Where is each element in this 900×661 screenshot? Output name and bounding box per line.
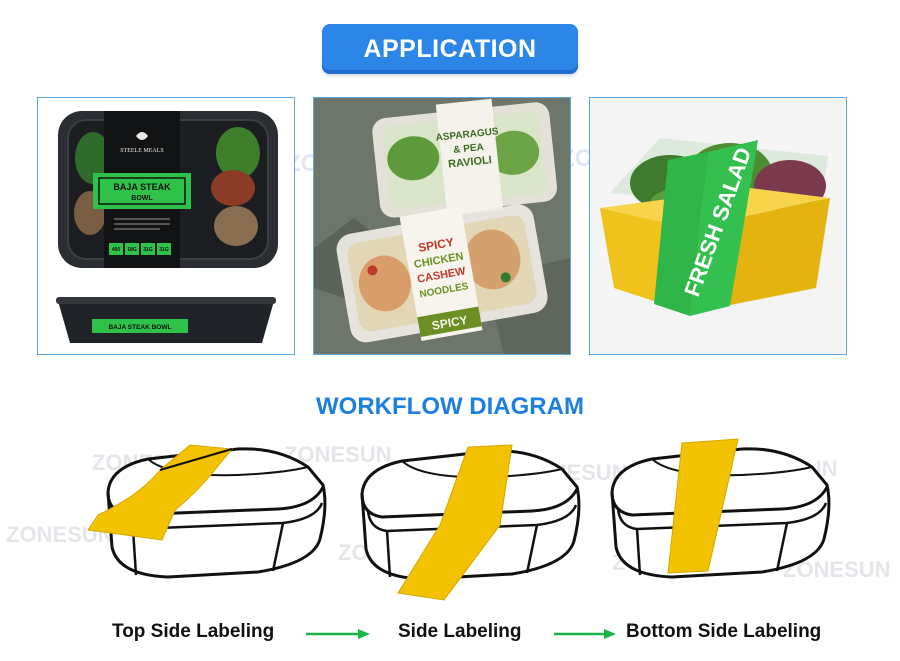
application-title-badge: APPLICATION <box>322 24 578 74</box>
nutrition-value: 400 <box>112 247 121 253</box>
product-photo-steak-bowl: STEELE MEALS BAJA STEAK BOWL 400 18G 31G… <box>37 97 295 355</box>
workflow-step-label: Side Labeling <box>398 621 522 642</box>
arrow-right-icon <box>306 629 370 639</box>
asparagus-line3: RAVIOLI <box>448 154 493 171</box>
steak-name-line1: BAJA STEAK <box>113 182 171 192</box>
nutrition-value: 31G <box>143 247 153 253</box>
workflow-diagram <box>87 438 831 601</box>
label-tape-bottom <box>667 438 739 574</box>
application-title: APPLICATION <box>363 34 537 63</box>
nutrition-value: 18G <box>127 247 137 253</box>
steak-side-label: BAJA STEAK BOWL <box>109 324 172 331</box>
nutrition-value: 31G <box>159 247 169 253</box>
steak-brand: STEELE MEALS <box>120 148 164 154</box>
steak-name-line2: BOWL <box>131 195 153 202</box>
workflow-step-label: Top Side Labeling <box>112 621 275 642</box>
steak-bowl-illustration: STEELE MEALS BAJA STEAK BOWL 400 18G 31G… <box>56 111 278 343</box>
workflow-title: WORKFLOW DIAGRAM <box>316 393 584 420</box>
chicken-line1: SPICY <box>417 235 455 255</box>
label-tape-side <box>397 444 513 601</box>
product-photo-meal-trays: ASPARAGUS & PEA RAVIOLI SPICY CHICKEN CA… <box>313 97 571 355</box>
product-photo-fresh-salad: FRESH SALAD <box>589 97 847 355</box>
arrow-right-icon <box>554 629 616 639</box>
workflow-step-label: Bottom Side Labeling <box>626 621 822 642</box>
asparagus-line2: & PEA <box>453 142 485 156</box>
meal-trays-illustration: ASPARAGUS & PEA RAVIOLI SPICY CHICKEN CA… <box>314 98 570 354</box>
fresh-salad-illustration: FRESH SALAD <box>590 98 846 354</box>
chicken-footer: SPICY <box>431 313 469 333</box>
